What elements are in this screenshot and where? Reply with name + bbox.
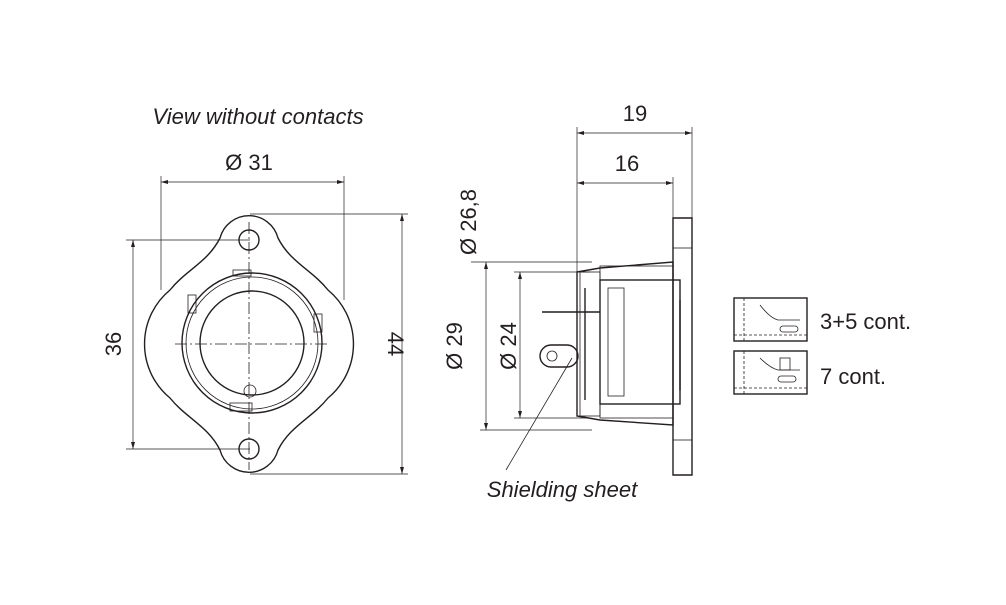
- dimension-diam-flange: Ø 26,8: [456, 189, 592, 263]
- variant-7-label: 7 cont.: [820, 364, 886, 389]
- contact-insert: [599, 279, 681, 405]
- variant-7: 7 cont.: [733, 350, 886, 395]
- dimension-length-overall: 19: [576, 101, 693, 272]
- dimension-diam-body-label: Ø 29: [442, 322, 467, 370]
- key-right: [313, 313, 323, 333]
- front-view: View without contacts Ø 31 36 44: [101, 104, 408, 475]
- flange-outline: [143, 214, 355, 474]
- solder-cup: [539, 344, 579, 368]
- dimension-diam-inner: Ø 24: [496, 271, 590, 419]
- dimension-diam-body: Ø 29: [442, 262, 592, 431]
- variant-7-icon: [733, 350, 808, 395]
- side-view: 19 16 Ø 26,8 Ø 29 Ø 24: [442, 101, 693, 502]
- dimension-hole-spacing-label: 36: [101, 332, 126, 356]
- body-outer-ring: [181, 272, 323, 414]
- dimension-length-body-label: 16: [615, 151, 639, 176]
- dimension-length-overall-label: 19: [623, 101, 647, 126]
- front-view-caption: View without contacts: [152, 104, 363, 129]
- dimension-length-body: 16: [577, 151, 674, 218]
- dimension-diam-inner-label: Ø 24: [496, 322, 521, 370]
- dimension-height: 44: [250, 213, 408, 475]
- dimension-width: Ø 31: [160, 150, 345, 300]
- dimension-hole-spacing: 36: [101, 239, 250, 450]
- side-flange: [672, 217, 693, 476]
- side-body: [576, 261, 674, 426]
- latch-pin: [243, 384, 257, 398]
- body-inner-ring: [199, 290, 305, 396]
- variant-3-5-label: 3+5 cont.: [820, 309, 911, 334]
- variant-3-5-icon: [733, 297, 808, 342]
- variant-3-5: 3+5 cont.: [733, 297, 911, 342]
- dimension-height-label: 44: [383, 332, 408, 356]
- dimension-diam-flange-label: Ø 26,8: [456, 189, 481, 255]
- shielding-sheet-leader: [505, 357, 573, 471]
- dimension-width-label: Ø 31: [225, 150, 273, 175]
- key-left: [187, 294, 197, 314]
- shielding-sheet-label: Shielding sheet: [487, 477, 638, 502]
